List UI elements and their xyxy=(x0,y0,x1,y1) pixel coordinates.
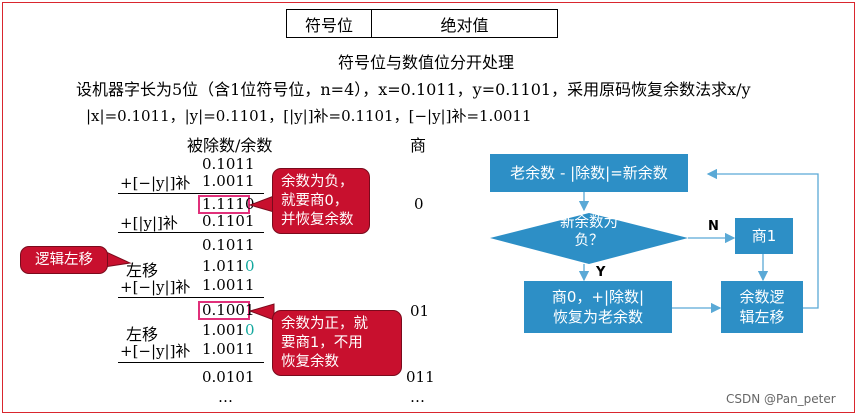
flow-logic-shift: 余数逻辑左移 xyxy=(721,281,803,333)
quotient-2: 01 xyxy=(410,302,430,320)
callout-logic-shift: 逻辑左移 xyxy=(20,246,108,274)
shifted-remainder-2: 1.0010 xyxy=(202,321,255,339)
remainder-3: 0.0101 xyxy=(202,368,255,386)
subtitle: 符号位与数值位分开处理 xyxy=(338,53,515,72)
shift-left-label-2: 左移 xyxy=(126,325,159,344)
flow-subtract-step: 老余数 - |除数|=新余数 xyxy=(490,154,688,192)
callout-pointer-shift xyxy=(104,250,132,268)
quotient-1: 0 xyxy=(414,195,424,213)
highlight-negative-remainder xyxy=(198,195,250,214)
shift-left-label-1: 左移 xyxy=(126,261,159,280)
restored-remainder: 0.1011 xyxy=(202,236,255,254)
flow-decision-diamond xyxy=(490,213,688,264)
sign-bit-header: 符号位 xyxy=(287,10,372,37)
neg-y-complement-3: 1.0011 xyxy=(202,340,255,358)
sum-rule-3 xyxy=(118,297,264,298)
values-line: |x|=0.1011，|y|=0.1101，[|y|]补=0.1101，[−|y… xyxy=(86,107,532,125)
dividend-column-header: 被除数/余数 xyxy=(187,136,273,155)
quotient-3: 011 xyxy=(406,368,435,386)
header-table: 符号位 绝对值 xyxy=(286,9,558,38)
flow-yes-label: Y xyxy=(596,265,606,280)
remainder-1: 1.1110 xyxy=(202,195,255,213)
op-add-y: +[|y|]补 xyxy=(120,214,178,232)
shifted-remainder-1: 1.0110 xyxy=(202,257,255,275)
dividend-value: 0.1011 xyxy=(202,155,255,173)
highlight-positive-remainder xyxy=(198,301,250,320)
op-add-neg-y-2: +[−|y|]补 xyxy=(120,278,191,296)
flow-decision-text: 新余数为 负？ xyxy=(560,215,618,249)
flow-quotient-zero-restore: 商0，+|除数|恢复为老余数 xyxy=(524,281,672,333)
flow-no-label: N xyxy=(708,219,719,234)
callout-positive-remainder: 余数为正，就 要商1，不用 恢复余数 xyxy=(272,310,402,376)
shift-in-bit-2: 0 xyxy=(244,321,255,339)
quotient-dots: … xyxy=(410,388,425,406)
quotient-column-header: 商 xyxy=(410,136,427,155)
absolute-value-header: 绝对值 xyxy=(440,15,489,35)
op-add-neg-y-3: +[−|y|]补 xyxy=(120,342,191,360)
continuation-dots: … xyxy=(218,388,233,406)
problem-description: 设机器字长为5位（含1位符号位，n=4），x=0.1011，y=0.1101，采… xyxy=(76,80,751,99)
y-complement: 0.1101 xyxy=(202,212,255,230)
neg-y-complement-1: 1.0011 xyxy=(202,172,255,190)
sum-rule-2 xyxy=(118,232,264,233)
shift-in-bit-1: 0 xyxy=(244,257,255,275)
op-add-neg-y-1: +[−|y|]补 xyxy=(120,174,191,192)
slide-frame xyxy=(2,2,855,413)
neg-y-complement-2: 1.0011 xyxy=(202,276,255,294)
sum-rule-1 xyxy=(118,193,264,194)
flow-quotient-one: 商1 xyxy=(735,218,793,254)
sum-rule-4 xyxy=(118,362,264,363)
watermark: CSDN @Pan_peter xyxy=(726,392,836,406)
flowchart-connectors xyxy=(578,168,819,314)
remainder-2: 0.1001 xyxy=(202,301,255,319)
callout-negative-remainder: 余数为负， 就要商0， 并恢复余数 xyxy=(272,168,370,234)
